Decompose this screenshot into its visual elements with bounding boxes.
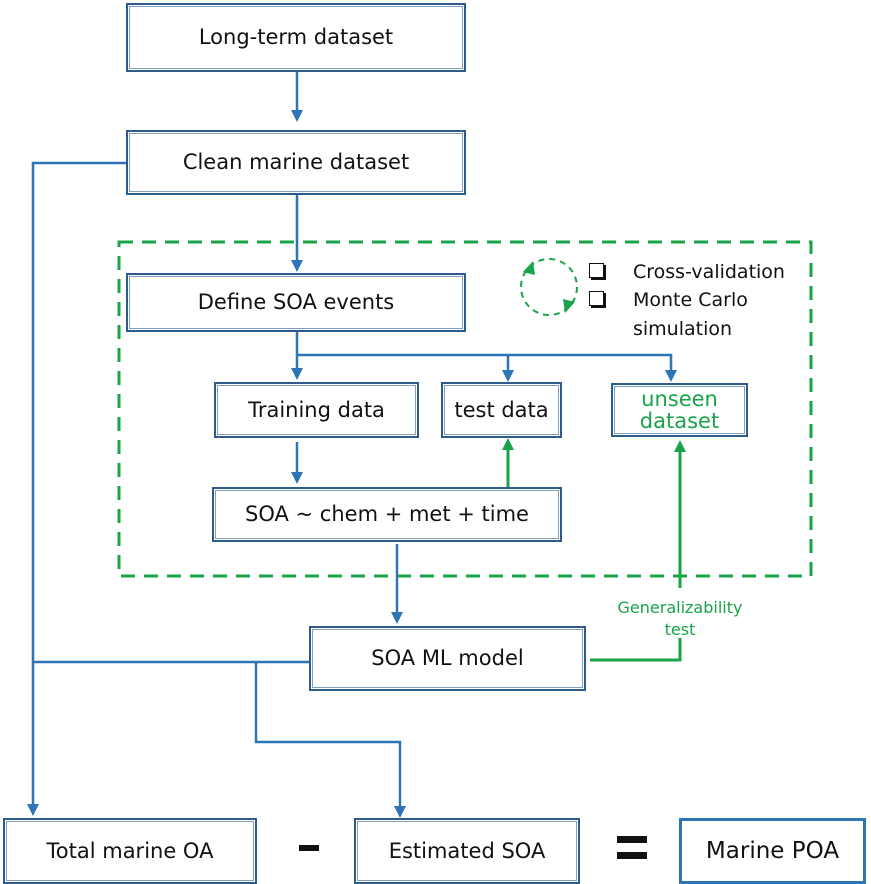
cycle-icon — [520, 258, 578, 316]
green-arrow-model-to-unseen — [590, 638, 682, 662]
checkbox-icon — [589, 263, 604, 278]
soa-ml-model-box: SOA ML model — [309, 626, 586, 691]
generalizability-label: Generalizability test — [615, 597, 745, 641]
legend-simulation: simulation — [633, 318, 733, 340]
legend-monte-carlo: Monte Carlo — [633, 289, 748, 311]
estimated-soa-box: Estimated SOA — [354, 818, 580, 884]
model-formula-box: SOA ~ chem + met + time — [212, 487, 562, 542]
equals-operator — [617, 836, 647, 860]
legend-cross-validation: Cross-validation — [633, 261, 785, 283]
arrow-model-to-estimated — [254, 662, 402, 812]
checkbox-icon — [589, 291, 604, 306]
test-data-box: test data — [441, 382, 562, 438]
training-data-box: Training data — [214, 382, 419, 438]
arrow-clean-to-total — [31, 161, 126, 810]
define-soa-events-box: Define SOA events — [126, 273, 466, 332]
marine-poa-box: Marine POA — [679, 818, 866, 884]
long-term-dataset-box: Long-term dataset — [126, 3, 466, 72]
minus-operator — [299, 845, 319, 851]
generalizability-line-1: Generalizability — [617, 598, 743, 617]
clean-marine-dataset-box: Clean marine dataset — [126, 130, 466, 195]
generalizability-line-2: test — [664, 620, 696, 639]
branch-to-test-unseen — [297, 353, 673, 378]
validation-region — [117, 240, 813, 578]
unseen-dataset-box: unseen dataset — [611, 383, 748, 437]
total-marine-oa-box: Total marine OA — [3, 818, 257, 884]
